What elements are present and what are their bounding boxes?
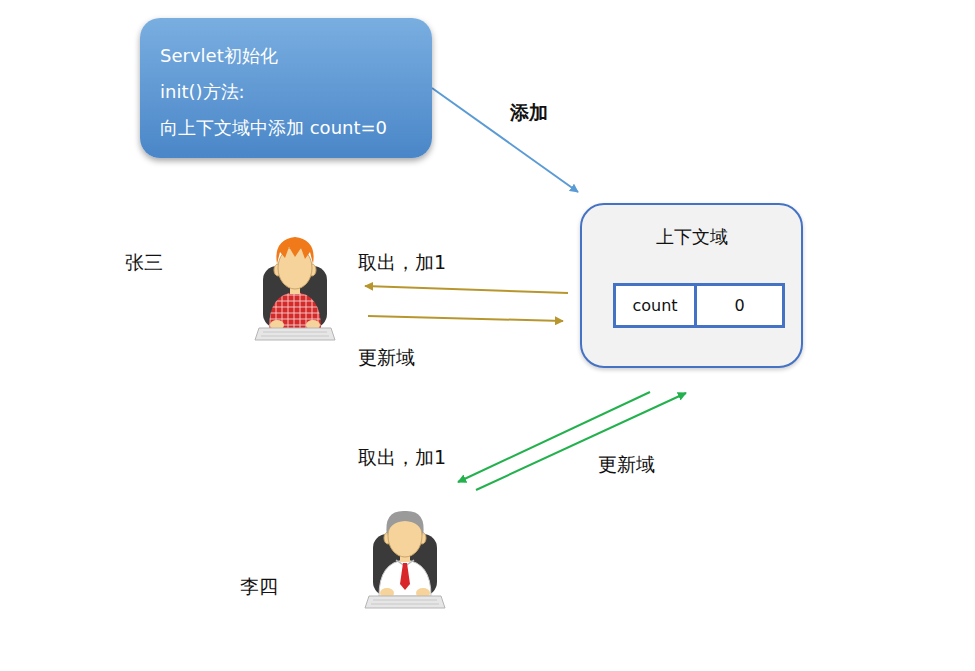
- table-cell: count: [613, 283, 697, 328]
- person-node: 张三: [120, 232, 340, 342]
- init-box: Servlet初始化init()方法:向上下文域中添加 count=0: [140, 18, 432, 158]
- arrow-connector: [368, 316, 563, 321]
- node-text: 张三: [120, 250, 163, 276]
- node-text: 上下文域: [582, 225, 801, 249]
- edge-label: 更新域: [598, 452, 655, 478]
- node-text: 0: [734, 296, 744, 315]
- person-icon: [365, 511, 445, 608]
- edge-label: 添加: [510, 100, 548, 126]
- person-node: 李四: [235, 498, 450, 608]
- node-text: 向上下文域中添加 count=0: [160, 110, 412, 146]
- arrow-connector: [432, 88, 578, 192]
- node-text: count: [632, 296, 677, 315]
- context-box: 上下文域 count 0: [580, 203, 803, 368]
- edge-label: 更新域: [358, 345, 415, 371]
- edge-label: 取出，加1: [358, 445, 446, 471]
- edge-label: 取出，加1: [358, 250, 446, 276]
- arrow-connector: [365, 286, 568, 293]
- node-text: 李四: [235, 574, 278, 600]
- node-text: Servlet初始化: [160, 38, 412, 74]
- arrow-connector: [476, 393, 686, 490]
- node-text: init()方法:: [160, 74, 412, 110]
- table-cell: 0: [697, 283, 785, 328]
- person-icon: [255, 237, 335, 340]
